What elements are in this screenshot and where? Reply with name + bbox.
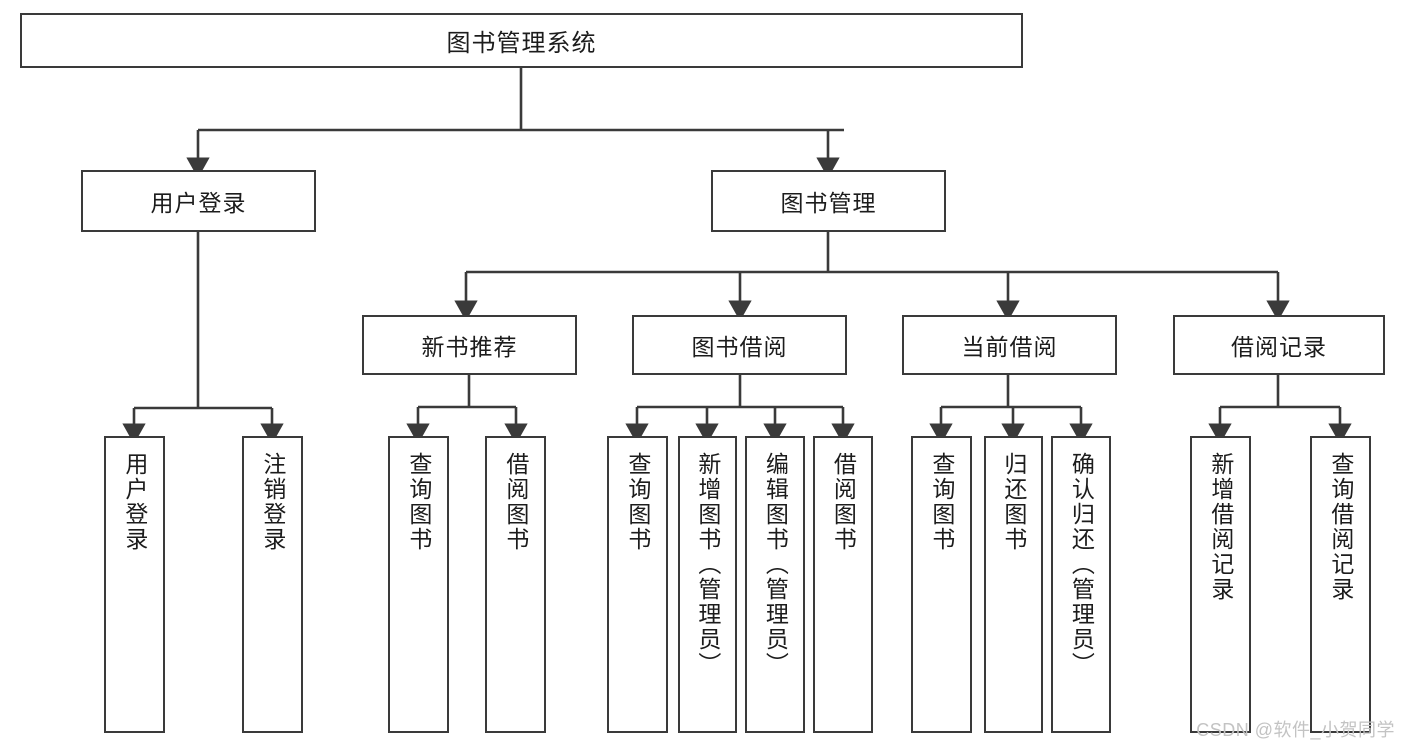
node-leaf-4[interactable]: 查询图书 — [607, 436, 668, 733]
node-label: 用户登录 — [150, 190, 247, 216]
node-leaf-3[interactable]: 借阅图书 — [485, 436, 546, 733]
node-label: 查询图书 — [624, 452, 651, 552]
node-label: 编辑图书（管理员） — [762, 452, 789, 677]
node-level3-2[interactable]: 当前借阅 — [902, 315, 1117, 375]
node-label: 新增借阅记录 — [1207, 452, 1234, 602]
node-leaf-10[interactable]: 确认归还（管理员） — [1051, 436, 1111, 733]
node-label: 归还图书 — [1000, 452, 1027, 552]
node-label: 借阅图书 — [502, 452, 529, 552]
node-label: 查询图书 — [405, 452, 432, 552]
node-level3-0[interactable]: 新书推荐 — [362, 315, 577, 375]
node-label: 图书借阅 — [691, 334, 788, 360]
node-leaf-9[interactable]: 归还图书 — [984, 436, 1043, 733]
node-label: 查询图书 — [928, 452, 955, 552]
node-leaf-12[interactable]: 查询借阅记录 — [1310, 436, 1371, 733]
node-leaf-11[interactable]: 新增借阅记录 — [1190, 436, 1251, 733]
node-level2-1[interactable]: 图书管理 — [711, 170, 946, 232]
node-label: 图书管理系统 — [446, 30, 597, 57]
node-label: 注销登录 — [259, 452, 286, 552]
node-leaf-5[interactable]: 新增图书（管理员） — [678, 436, 737, 733]
node-leaf-8[interactable]: 查询图书 — [911, 436, 972, 733]
node-label: 用户登录 — [121, 452, 148, 552]
node-label: 查询借阅记录 — [1327, 452, 1354, 602]
node-leaf-6[interactable]: 编辑图书（管理员） — [745, 436, 805, 733]
node-label: 确认归还（管理员） — [1068, 452, 1095, 677]
node-label: 借阅图书 — [830, 452, 857, 552]
node-leaf-2[interactable]: 查询图书 — [388, 436, 449, 733]
node-leaf-7[interactable]: 借阅图书 — [813, 436, 873, 733]
node-label: 图书管理 — [780, 190, 877, 216]
node-level3-3[interactable]: 借阅记录 — [1173, 315, 1385, 375]
node-label: 当前借阅 — [961, 334, 1058, 360]
node-level3-1[interactable]: 图书借阅 — [632, 315, 847, 375]
node-label: 新书推荐 — [421, 334, 518, 360]
node-level2-0[interactable]: 用户登录 — [81, 170, 316, 232]
node-leaf-1[interactable]: 注销登录 — [242, 436, 303, 733]
node-label: 借阅记录 — [1231, 334, 1327, 360]
node-leaf-0[interactable]: 用户登录 — [104, 436, 165, 733]
node-root-book-management-system[interactable]: 图书管理系统 — [20, 13, 1023, 68]
node-label: 新增图书（管理员） — [694, 452, 721, 677]
